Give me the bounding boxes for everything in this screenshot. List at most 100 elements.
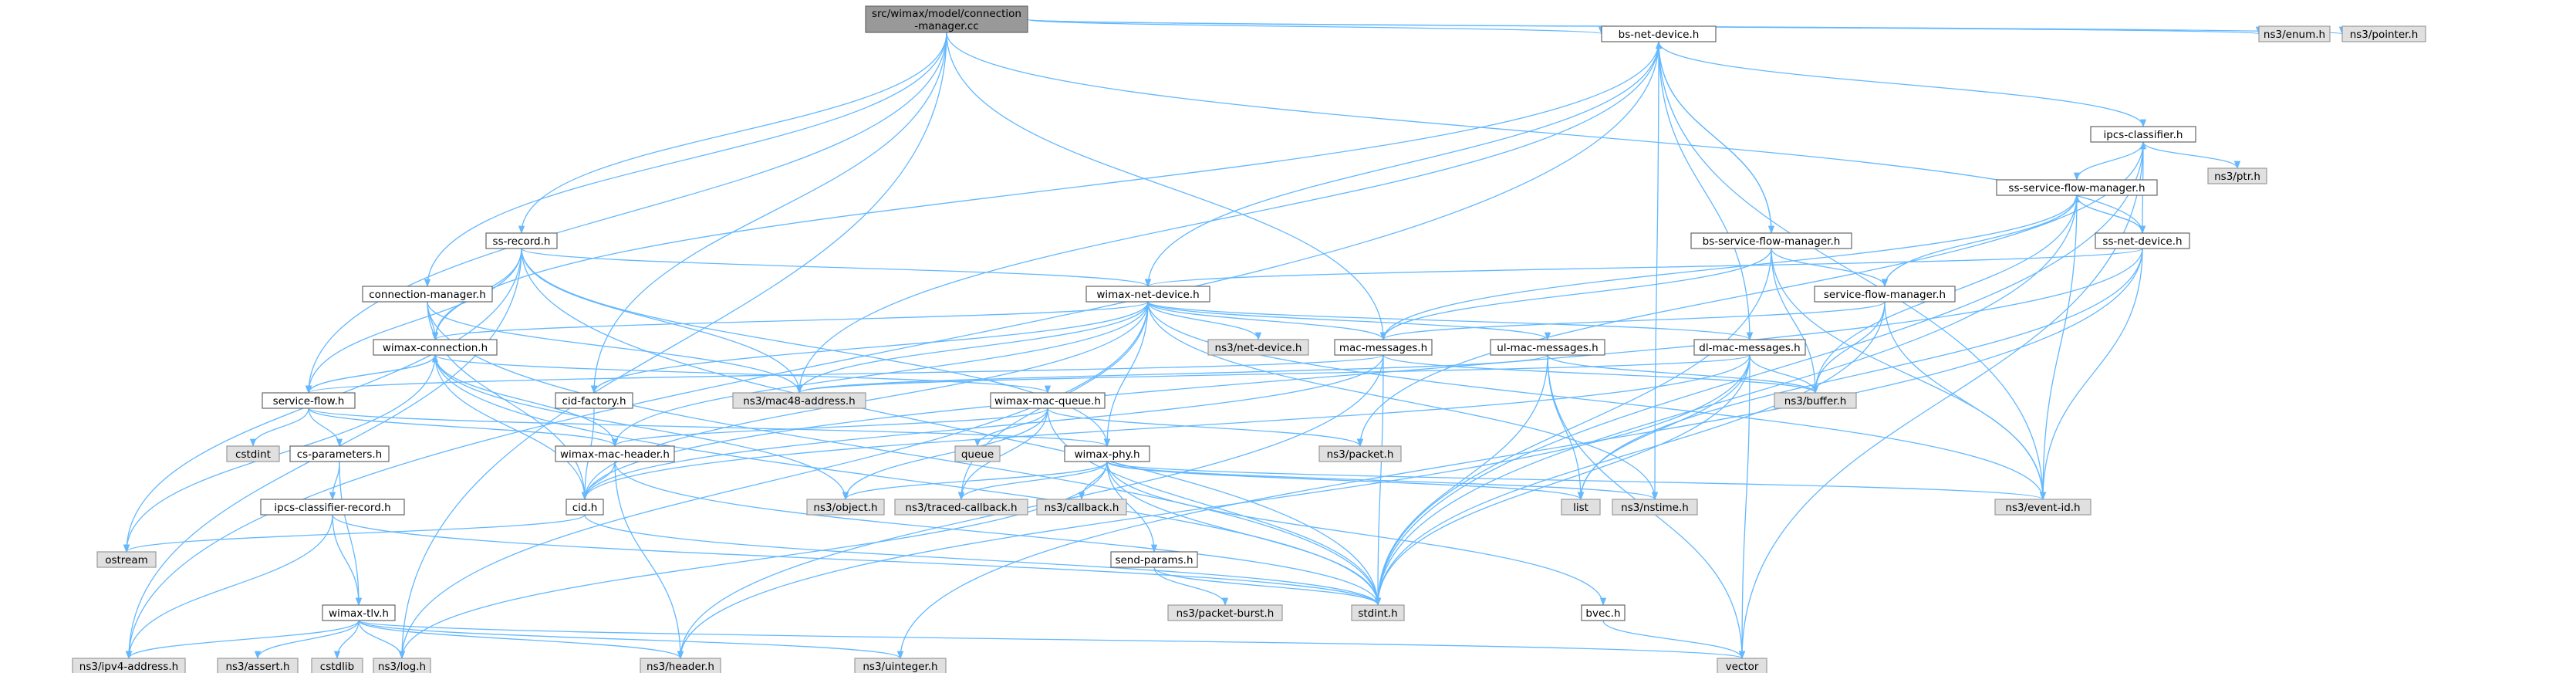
node-label: ostream bbox=[105, 554, 148, 566]
node-box bbox=[854, 658, 947, 673]
node-box bbox=[1318, 445, 1402, 462]
node-label: -manager.cc bbox=[914, 20, 978, 32]
node-box bbox=[1774, 392, 1857, 409]
edge-wimax-phy-to-bvec bbox=[1106, 461, 1607, 607]
edge-bvec-to-vector bbox=[1602, 620, 1746, 660]
node-ss-record[interactable]: ss-record.h bbox=[485, 232, 558, 249]
edge-dl-mac-messages-to-ns3-buffer bbox=[1749, 354, 1819, 394]
node-service-flow[interactable]: service-flow.h bbox=[262, 392, 356, 409]
node-box bbox=[322, 604, 396, 621]
node-list: list bbox=[1561, 499, 1601, 516]
edge-connection-manager-to-ns3-mac48-address bbox=[427, 301, 803, 394]
edge-wimax-tlv-to-ns3-uinteger bbox=[358, 620, 903, 660]
node-cs-parameters[interactable]: cs-parameters.h bbox=[289, 445, 390, 462]
edge-bs-net-device-to-ns3-nstime bbox=[1651, 41, 1659, 501]
edge-wimax-tlv-to-cstdlib bbox=[333, 620, 360, 660]
edge-wimax-mac-queue-to-ns3-traced-callback bbox=[957, 408, 1048, 501]
edge-wimax-net-device-to-ns3-log bbox=[398, 301, 1149, 660]
edge-wimax-mac-queue-to-queue bbox=[974, 408, 1048, 448]
node-root[interactable]: src/wimax/model/connection-manager.cc bbox=[865, 5, 1028, 33]
edge-wimax-phy-to-ns3-traced-callback bbox=[957, 461, 1108, 501]
node-bvec[interactable]: bvec.h bbox=[1581, 604, 1626, 621]
node-cid[interactable]: cid.h bbox=[566, 499, 604, 516]
node-bs-net-device[interactable]: bs-net-device.h bbox=[1601, 25, 1717, 42]
node-wimax-phy[interactable]: wimax-phy.h bbox=[1064, 445, 1150, 462]
node-ipcs-classifier[interactable]: ipcs-classifier.h bbox=[2090, 126, 2196, 143]
node-label: ns3/packet-burst.h bbox=[1177, 607, 1274, 620]
node-wimax-connection[interactable]: wimax-connection.h bbox=[373, 339, 498, 356]
node-ss-net-device[interactable]: ss-net-device.h bbox=[2095, 232, 2190, 249]
edge-ss-record-to-stdint bbox=[521, 248, 1382, 607]
edge-wimax-net-device-to-dl-mac-messages bbox=[1147, 301, 1753, 341]
node-box bbox=[1351, 604, 1405, 621]
edge-service-flow-to-wimax-mac-header bbox=[308, 408, 619, 448]
node-box bbox=[2090, 126, 2196, 143]
edge-root-to-bs-net-device bbox=[1027, 19, 1605, 36]
edge-wimax-net-device-to-mac-messages bbox=[1147, 301, 1387, 341]
edge-root-to-connection-manager bbox=[424, 32, 947, 288]
edge-connection-manager-to-stdint bbox=[427, 301, 1382, 607]
node-label: wimax-tlv.h bbox=[329, 607, 389, 620]
node-label: cid.h bbox=[572, 502, 598, 514]
node-ns3-net-device: ns3/net-device.h bbox=[1207, 339, 1309, 356]
node-wimax-mac-header[interactable]: wimax-mac-header.h bbox=[555, 445, 675, 462]
edge-wimax-phy-to-stdint bbox=[1106, 461, 1382, 607]
node-cstdlib: cstdlib bbox=[311, 658, 363, 673]
edge-wimax-phy-to-ns3-nstime bbox=[1106, 461, 1658, 501]
node-service-flow-manager[interactable]: service-flow-manager.h bbox=[1814, 286, 1956, 303]
node-label: ns3/event-id.h bbox=[2005, 502, 2080, 514]
node-ns3-event-id: ns3/event-id.h bbox=[1994, 499, 2092, 516]
edge-wimax-connection-to-ostream bbox=[123, 354, 436, 553]
node-ns3-uinteger: ns3/uinteger.h bbox=[854, 658, 947, 673]
node-wimax-tlv[interactable]: wimax-tlv.h bbox=[322, 604, 396, 621]
edge-send-params-to-stdint bbox=[1153, 566, 1382, 607]
node-label: ns3/mac48-address.h bbox=[743, 395, 856, 408]
edge-wimax-net-device-to-ns3-event-id bbox=[1147, 301, 2047, 501]
edge-mac-messages-to-service-flow bbox=[306, 354, 1384, 394]
node-vector: vector bbox=[1717, 658, 1767, 673]
node-box bbox=[1167, 604, 1283, 621]
node-cid-factory[interactable]: cid-factory.h bbox=[555, 392, 633, 409]
node-box bbox=[72, 658, 186, 673]
edge-root-to-mac-messages bbox=[946, 32, 1387, 341]
node-ns3-nstime: ns3/nstime.h bbox=[1612, 499, 1698, 516]
node-box bbox=[1085, 286, 1210, 303]
node-label: bs-service-flow-manager.h bbox=[1703, 235, 1841, 248]
node-dl-mac-messages[interactable]: dl-mac-messages.h bbox=[1693, 339, 1806, 356]
node-wimax-mac-queue[interactable]: wimax-mac-queue.h bbox=[990, 392, 1106, 409]
edge-bs-service-flow-manager-to-service-flow-manager bbox=[1771, 248, 1889, 288]
node-connection-manager[interactable]: connection-manager.h bbox=[362, 286, 493, 303]
node-box bbox=[1036, 499, 1127, 516]
node-label: wimax-mac-queue.h bbox=[994, 395, 1101, 408]
node-label: vector bbox=[1726, 661, 1759, 673]
edge-wimax-net-device-to-ns3-nstime bbox=[1147, 301, 1659, 501]
node-box bbox=[260, 499, 405, 516]
edge-wimax-tlv-to-ns3-header bbox=[358, 620, 684, 660]
edge-ipcs-classifier-to-ns3-ptr bbox=[2142, 141, 2241, 170]
node-wimax-net-device[interactable]: wimax-net-device.h bbox=[1085, 286, 1210, 303]
node-label: ss-record.h bbox=[493, 235, 551, 248]
node-label: send-params.h bbox=[1115, 554, 1193, 566]
edge-wimax-mac-queue-to-wimax-mac-header bbox=[612, 408, 1048, 448]
node-queue: queue bbox=[954, 445, 1001, 462]
node-send-params[interactable]: send-params.h bbox=[1110, 551, 1198, 568]
node-label: ns3/header.h bbox=[647, 661, 714, 673]
edge-bs-net-device-to-ipcs-classifier bbox=[1658, 41, 2147, 128]
edge-mac-messages-to-cid bbox=[581, 354, 1384, 501]
node-ipcs-classifier-record[interactable]: ipcs-classifier-record.h bbox=[260, 499, 405, 516]
node-label: ns3/callback.h bbox=[1045, 502, 1119, 514]
node-ss-service-flow-manager[interactable]: ss-service-flow-manager.h bbox=[1996, 179, 2158, 196]
node-layer: src/wimax/model/connection-manager.cc bs-… bbox=[72, 5, 2426, 673]
edge-wimax-connection-to-wimax-mac-header bbox=[434, 354, 619, 448]
node-label: ns3/nstime.h bbox=[1621, 502, 1689, 514]
node-label: ul-mac-messages.h bbox=[1497, 342, 1598, 354]
node-ul-mac-messages[interactable]: ul-mac-messages.h bbox=[1490, 339, 1605, 356]
node-box bbox=[217, 658, 299, 673]
node-box bbox=[1334, 339, 1433, 356]
edge-wimax-tlv-to-ns3-ipv4-address bbox=[125, 620, 360, 660]
edge-wimax-net-device-to-wimax-connection bbox=[432, 301, 1149, 341]
node-bs-service-flow-manager[interactable]: bs-service-flow-manager.h bbox=[1690, 232, 1852, 249]
node-mac-messages[interactable]: mac-messages.h bbox=[1334, 339, 1433, 356]
edge-ipcs-classifier-record-to-stdint bbox=[332, 514, 1381, 607]
edge-wimax-tlv-to-vector bbox=[358, 620, 1745, 660]
